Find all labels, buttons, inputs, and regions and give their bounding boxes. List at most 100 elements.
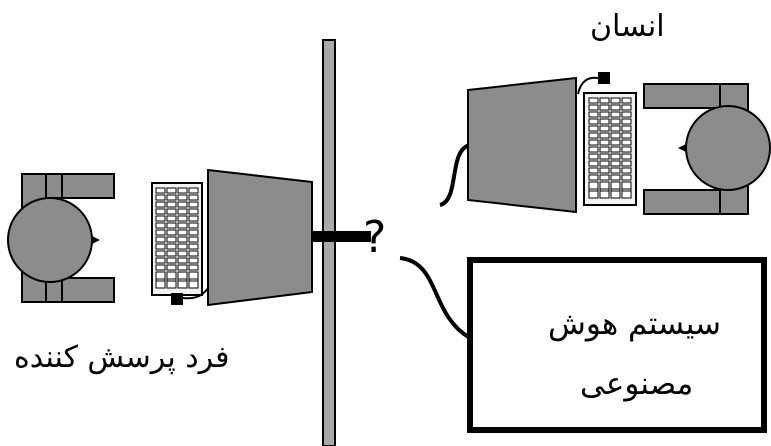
- keyboard-key: [621, 111, 632, 118]
- cable-to-human: [439, 143, 471, 207]
- keyboard-key: [155, 264, 166, 271]
- keyboard-key: [610, 146, 621, 153]
- keyboard-key: [599, 104, 610, 111]
- keyboard-key: [588, 118, 599, 125]
- keyboard-key: [166, 208, 177, 215]
- keyboard-key: [610, 160, 621, 167]
- keyboard-key: [610, 174, 621, 181]
- keyboard-key: [155, 236, 166, 243]
- keyboard-key: [610, 104, 621, 111]
- monitor: [207, 168, 313, 307]
- keyboard-key: [599, 167, 610, 174]
- keyboard-key: [188, 187, 199, 194]
- keyboard-key: [188, 208, 199, 215]
- keyboard-key: [166, 194, 177, 201]
- keyboard-key: [588, 125, 599, 132]
- keyboard-key: [177, 243, 188, 250]
- nose-icon: [92, 236, 100, 244]
- interrogator-station: [7, 168, 313, 307]
- keyboard-keys: [155, 187, 199, 289]
- keyboard-key: [166, 187, 177, 194]
- keyboard-key: [599, 146, 610, 153]
- keyboard-key: [610, 125, 621, 132]
- keyboard-key: [621, 97, 632, 104]
- keyboard-key: [588, 190, 599, 199]
- keyboard-key: [599, 118, 610, 125]
- keyboard-key: [188, 243, 199, 250]
- keyboard-key: [177, 187, 188, 194]
- keyboard-key: [588, 174, 599, 181]
- keyboard-key: [188, 236, 199, 243]
- keyboard-key: [177, 215, 188, 222]
- keyboard-key: [599, 174, 610, 181]
- keyboard-key: [166, 271, 177, 280]
- keyboard-key: [155, 201, 166, 208]
- keyboard-key: [177, 222, 188, 229]
- keyboard-key: [155, 187, 166, 194]
- keyboard-key: [188, 229, 199, 236]
- human-nose-icon: [678, 144, 686, 152]
- keyboard-key: [610, 97, 621, 104]
- keyboard-key: [166, 250, 177, 257]
- keyboard-key: [610, 190, 621, 199]
- keyboard-key: [599, 125, 610, 132]
- keyboard-key: [599, 190, 610, 199]
- keyboard-key: [588, 104, 599, 111]
- separating-wall: [322, 39, 336, 446]
- keyboard-key: [155, 208, 166, 215]
- keyboard-key: [177, 264, 188, 271]
- keyboard-key: [588, 111, 599, 118]
- keyboard-key: [621, 167, 632, 174]
- keyboard-key: [610, 111, 621, 118]
- chair-arm-bottom-right: [61, 277, 115, 303]
- keyboard-key: [177, 257, 188, 264]
- keyboard-key: [621, 132, 632, 139]
- keyboard-key: [188, 201, 199, 208]
- keyboard-key: [621, 104, 632, 111]
- keyboard-key: [188, 194, 199, 201]
- ai-system-label-line1: سیستم هوش: [548, 306, 722, 342]
- keyboard-key: [155, 194, 166, 201]
- keyboard-key: [621, 139, 632, 146]
- keyboard-key: [588, 167, 599, 174]
- keyboard-key: [599, 132, 610, 139]
- human-chair-arm-bottom: [643, 189, 721, 215]
- human-station: [467, 72, 771, 215]
- keyboard-key: [166, 243, 177, 250]
- human-label: انسان: [590, 9, 665, 44]
- keyboard-key: [610, 132, 621, 139]
- ai-system-label-line2: مصنوعی: [580, 366, 694, 402]
- keyboard-key: [166, 264, 177, 271]
- keyboard-key: [188, 271, 199, 280]
- keyboard-key: [177, 229, 188, 236]
- keyboard-key: [621, 153, 632, 160]
- keyboard-key: [155, 250, 166, 257]
- keyboard-key: [610, 153, 621, 160]
- ai-system-box: [467, 257, 767, 433]
- keyboard-key: [188, 280, 199, 289]
- keyboard-key: [588, 146, 599, 153]
- keyboard-key: [166, 215, 177, 222]
- keyboard-key: [599, 139, 610, 146]
- human-mouse-cable: [577, 76, 599, 95]
- keyboard-key: [610, 181, 621, 190]
- keyboard-key: [621, 160, 632, 167]
- question-mark: ?: [363, 212, 387, 263]
- human-keyboard-keys: [588, 97, 632, 199]
- keyboard-key: [599, 181, 610, 190]
- interrogator-label: فرد پرسش کننده: [14, 340, 230, 375]
- keyboard-key: [188, 222, 199, 229]
- keyboard-key: [588, 153, 599, 160]
- chair-arm-top-right: [61, 173, 115, 199]
- keyboard-key: [588, 181, 599, 190]
- keyboard-key: [188, 257, 199, 264]
- keyboard-key: [177, 236, 188, 243]
- connection-bar: [313, 231, 371, 242]
- keyboard-key: [177, 280, 188, 289]
- person-head: [7, 197, 93, 283]
- keyboard-key: [166, 257, 177, 264]
- keyboard-key: [155, 257, 166, 264]
- keyboard-key: [621, 181, 632, 190]
- keyboard-key: [599, 97, 610, 104]
